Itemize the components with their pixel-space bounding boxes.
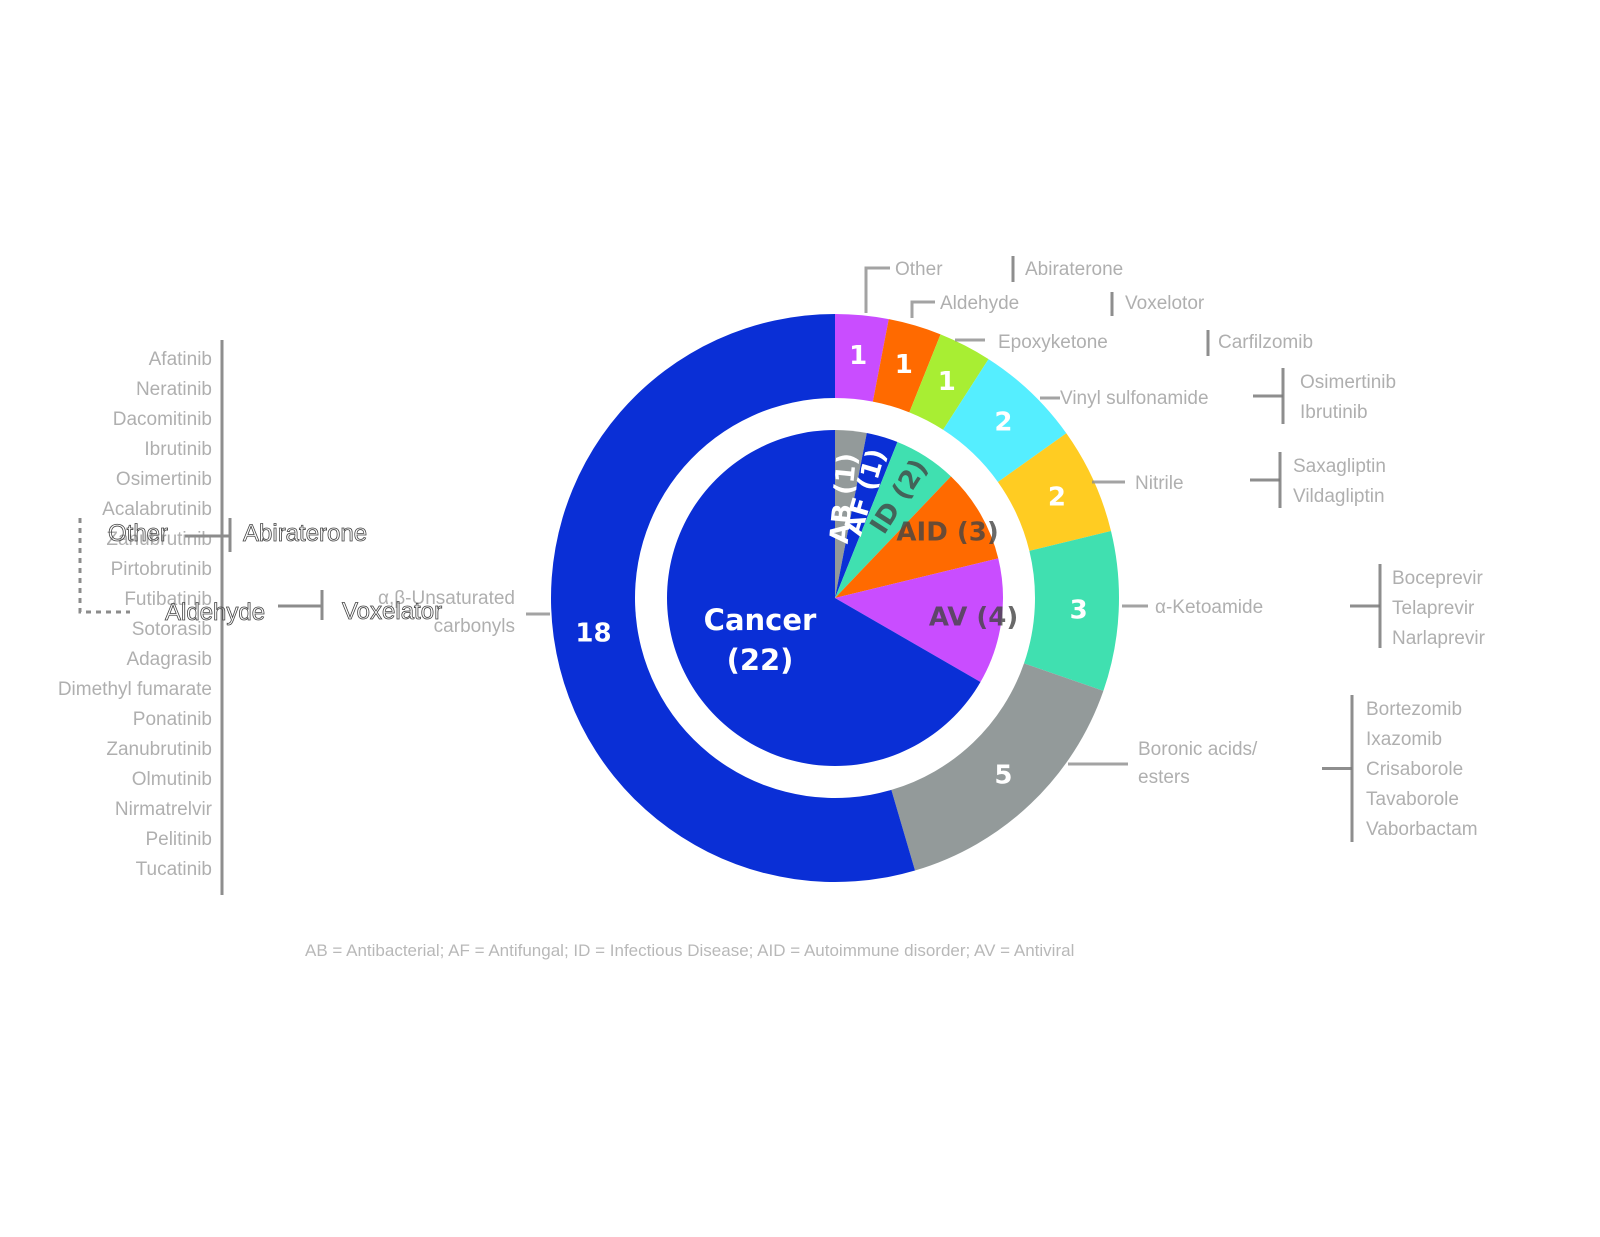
drug-name: Saxagliptin bbox=[1293, 456, 1386, 477]
group-label: esters bbox=[1138, 767, 1190, 788]
stray-abiraterone-label: Abiraterone bbox=[243, 520, 367, 547]
drug-name: Nirmatrelvir bbox=[115, 799, 213, 820]
stray-other-connector bbox=[185, 518, 232, 552]
drug-name: Dimethyl fumarate bbox=[58, 679, 212, 700]
inner-slice-2 bbox=[835, 442, 951, 598]
stray-aldehyde-connector bbox=[278, 590, 324, 620]
inner-slice-0 bbox=[835, 430, 867, 598]
outer-slice-5 bbox=[1024, 531, 1119, 691]
inner-slice-4 bbox=[835, 558, 1003, 682]
outer-ring bbox=[551, 314, 1119, 883]
drug-name: Futibatinib bbox=[124, 589, 212, 610]
inner-slice-label: AID (3) bbox=[896, 518, 998, 548]
drug-name: Tucatinib bbox=[136, 859, 212, 880]
drug-name: Ibrutinib bbox=[144, 439, 212, 460]
drug-name: Osimertinib bbox=[1300, 372, 1396, 393]
group-label: Boronic acids/ bbox=[1138, 739, 1258, 760]
leader-line bbox=[864, 266, 890, 313]
stray-labels: Other Abiraterone Aldehyde Voxelator bbox=[78, 518, 442, 626]
drug-name: Boceprevir bbox=[1392, 568, 1483, 589]
group-label: Epoxyketone bbox=[998, 332, 1108, 353]
drug-name: Voxelotor bbox=[1125, 293, 1205, 314]
outer-slice-value-label: 1 bbox=[895, 350, 913, 380]
inner-slice-3 bbox=[835, 476, 999, 598]
drug-name: Adagrasib bbox=[126, 649, 212, 670]
drug-name: Vaborbactam bbox=[1366, 819, 1478, 840]
drug-name: Neratinib bbox=[136, 379, 212, 400]
group-label: α,β-Unsaturated bbox=[378, 588, 515, 609]
outer-slice-value-label: 3 bbox=[1070, 596, 1088, 626]
drug-name: Ixazomib bbox=[1366, 729, 1442, 750]
drug-name: Tavaborole bbox=[1366, 789, 1459, 810]
outer-slice-1 bbox=[872, 319, 941, 413]
drug-name: Crisaborole bbox=[1366, 759, 1463, 780]
legend-caption: AB = Antibacterial; AF = Antifungal; ID … bbox=[305, 941, 1074, 960]
drug-name: Narlaprevir bbox=[1392, 628, 1486, 649]
inner-center-label: (22) bbox=[727, 643, 794, 677]
outer-slice-2 bbox=[909, 334, 989, 430]
drug-name: Ponatinib bbox=[133, 709, 212, 730]
stray-aldehyde-label: Aldehyde bbox=[165, 599, 265, 626]
group-label: Other bbox=[895, 259, 943, 280]
drug-name: Acalabrutinib bbox=[102, 499, 212, 520]
inner-center-label: Cancer bbox=[704, 603, 817, 637]
outer-slice-0 bbox=[835, 314, 889, 402]
outer-slice-value-label: 18 bbox=[575, 619, 611, 649]
group-label: α-Ketoamide bbox=[1155, 597, 1263, 618]
inner-slice-1 bbox=[835, 433, 898, 598]
drug-name: Afatinib bbox=[149, 349, 212, 370]
leader-line bbox=[910, 300, 935, 318]
outer-slice-4 bbox=[997, 433, 1111, 551]
group-label: carbonyls bbox=[434, 616, 515, 637]
inner-ring bbox=[667, 430, 1003, 766]
outer-slice-value-label: 1 bbox=[938, 367, 956, 397]
outer-slice-6 bbox=[891, 663, 1104, 871]
outer-slice-value-label: 2 bbox=[994, 407, 1012, 437]
outer-slice-value-label: 1 bbox=[849, 341, 867, 371]
outer-slice-7 bbox=[551, 314, 916, 883]
drug-name: Zanubrutinib bbox=[106, 529, 212, 550]
drug-name: Pelitinib bbox=[145, 829, 212, 850]
drug-name: Pirtobrutinib bbox=[111, 559, 212, 580]
drug-name: Vildagliptin bbox=[1293, 486, 1385, 507]
drug-name: Zanubrutinib bbox=[106, 739, 212, 760]
outer-slice-value-label: 5 bbox=[994, 761, 1012, 791]
stray-voxelator-label: Voxelator bbox=[342, 598, 442, 625]
group-label: Vinyl sulfonamide bbox=[1060, 388, 1209, 409]
drug-name: Olmutinib bbox=[132, 769, 212, 790]
group-label: Nitrile bbox=[1135, 473, 1184, 494]
drug-name: Abiraterone bbox=[1025, 259, 1123, 280]
drug-name: Telaprevir bbox=[1392, 598, 1475, 619]
drug-name: Dacomitinib bbox=[113, 409, 212, 430]
group-label: Aldehyde bbox=[940, 293, 1019, 314]
outer-slice-3 bbox=[943, 359, 1067, 482]
inner-slice-label: AV (4) bbox=[929, 602, 1018, 632]
drug-name: Sotorasib bbox=[132, 619, 212, 640]
inner-slice-5 bbox=[667, 430, 981, 766]
stray-other-label: Other bbox=[108, 520, 168, 547]
drug-name: Ibrutinib bbox=[1300, 402, 1368, 423]
drug-name: Carfilzomib bbox=[1218, 332, 1313, 353]
drug-name: Bortezomib bbox=[1366, 699, 1462, 720]
stray-dashed-connector bbox=[78, 518, 130, 614]
drug-name: Osimertinib bbox=[116, 469, 212, 490]
outer-slice-value-label: 2 bbox=[1048, 483, 1066, 513]
